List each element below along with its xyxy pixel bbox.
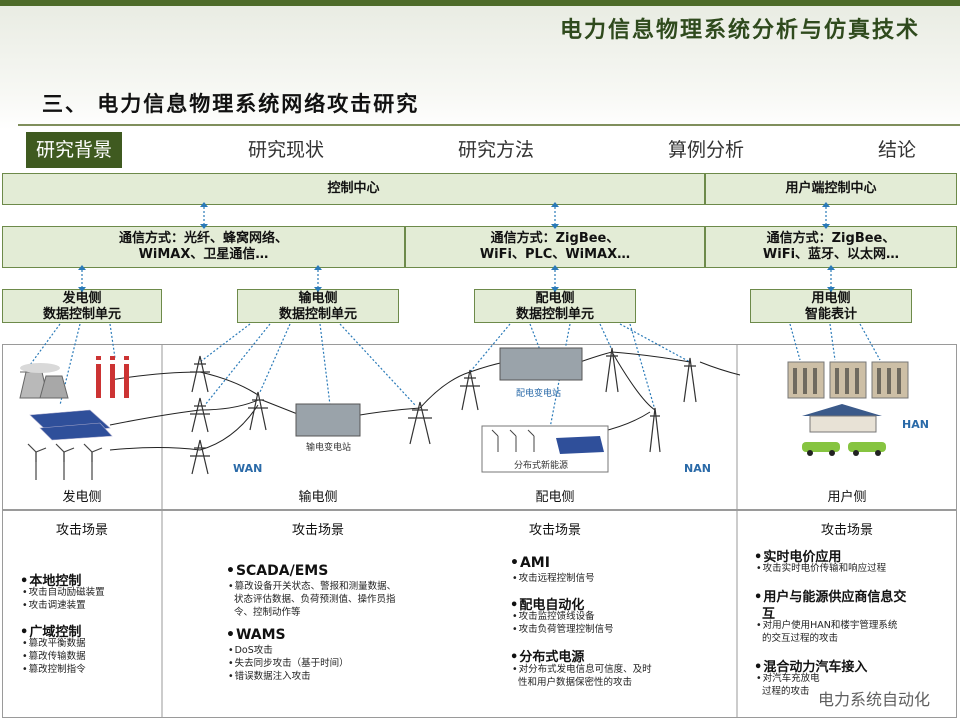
wan-label: WAN [233,462,263,475]
tab-bar: 研究背景 研究现状 研究方法 算例分析 结论 [0,130,960,170]
unit-transmission-line2: 数据控制单元 [278,307,357,322]
attack-item: 篡改平衡数据 [22,638,86,650]
attack-header-hybrid-vehicle-access: 混合动力汽车接入 [754,656,867,675]
tab-research-method[interactable]: 研究方法 [458,139,535,161]
transmission-substation-label: 输电变电站 [306,443,352,453]
attack-item: DoS攻击 [228,645,273,657]
comm-box-nan: 通信方式：ZigBee、 WiFi、PLC、WiMAX… [405,226,705,268]
small-solar-icon [556,436,604,454]
unit-user: 用电侧 智能表计 [750,289,912,323]
attack-header-ami: AMI [510,555,550,571]
distribution-substation-icon [499,347,583,381]
attack-header-distribution-automation: 配电自动化 [510,594,584,613]
comm-box-wan: 通信方式：光纤、蜂窝网络、 WiMAX、卫星通信… [2,226,405,268]
solar-panel-icon [29,409,113,441]
tab-research-status[interactable]: 研究现状 [248,139,325,161]
zone-generation: 发电侧 [62,490,102,505]
attack-item: 对用户使用HAN和楼宇管理系统 [756,620,898,632]
attack-item: 错误数据注入攻击 [228,671,311,683]
transmission-substation-icon [295,403,361,437]
control-center-label: 控制中心 [327,181,380,196]
attack-item: 攻击调速装置 [22,600,86,612]
comm-wan-line1: 通信方式：光纤、蜂窝网络、 [118,231,288,246]
attack-item: 对汽车充放电 [756,673,820,685]
nan-label: NAN [684,462,711,475]
small-wind-turbine-icons [491,429,535,452]
header-divider [18,124,960,126]
attack-item: 性和用户数据保密性的攻击 [518,677,633,688]
attack-item: 攻击自动励磁装置 [22,587,105,599]
top-accent-bar [0,0,960,6]
electric-car-icons [802,442,886,452]
house-icon [802,404,882,433]
unit-distribution-line2: 数据控制单元 [515,307,594,322]
attack-header-wams: WAMS [226,627,286,643]
comm-nan-line2: WiFi、PLC、WiMAX… [479,247,631,262]
cooling-tower-icons [19,356,129,399]
slide-header [0,6,960,130]
unit-transmission-line1: 输电侧 [298,291,338,306]
attack-header-local-control: 本地控制 [20,570,81,589]
attack-item: 攻击监控馈线设备 [512,611,595,623]
comm-wan-line2: WiMAX、卫星通信… [138,247,269,262]
user-control-center-box: 用户端控制中心 [705,173,957,205]
attack-item: 的交互过程的攻击 [762,633,839,644]
distributed-energy-label: 分布式新能源 [514,461,569,471]
wind-turbine-icons [27,443,103,480]
unit-generation-line2: 数据控制单元 [42,307,121,322]
power-lines [109,351,741,451]
attack-item: 令、控制动作等 [234,607,301,618]
section-title: 三、 电力信息物理系统网络攻击研究 [42,91,420,116]
attack-item: 攻击远程控制信号 [512,573,595,585]
attack-item: 攻击负荷管理控制信号 [512,624,614,636]
zone-transmission: 输电侧 [298,490,338,505]
comm-han-line1: 通信方式：ZigBee、 [766,231,896,246]
slide-main-title: 电力信息物理系统分析与仿真技术 [559,17,920,43]
attack-item: 篡改设备开关状态、警报和测量数据、 [228,581,397,593]
transmission-tower-icons [190,347,697,475]
attack-item: 攻击实时电价传输和响应过程 [756,563,887,575]
attack-title-generation: 攻击场景 [55,523,108,538]
tab-case-analysis[interactable]: 算例分析 [668,139,745,161]
zone-distribution: 配电侧 [535,490,575,505]
attack-item: 状态评估数据、负荷预测值、操作员指 [234,594,396,605]
building-windows [793,368,901,394]
unit-generation: 发电侧 数据控制单元 [2,289,162,323]
attack-item: 篡改控制指令 [22,664,86,676]
unit-generation-line1: 发电侧 [62,291,102,306]
attack-title-user: 攻击场景 [820,523,873,538]
zone-user: 用户侧 [827,490,867,505]
attack-item: 对分布式发电信息可信度、及时 [512,664,652,676]
attack-header-wide-area-control: 广域控制 [20,621,81,640]
tab-conclusion[interactable]: 结论 [878,139,917,161]
comm-nan-line1: 通信方式：ZigBee、 [490,231,620,246]
distribution-substation-label: 配电变电站 [516,389,562,399]
unit-transmission: 输电侧 数据控制单元 [237,289,399,323]
user-control-center-label: 用户端控制中心 [785,181,877,196]
attack-item: 过程的攻击 [762,686,810,697]
attack-header-scada-ems: SCADA/EMS [226,563,328,579]
han-label: HAN [902,418,929,431]
attack-title-transmission: 攻击场景 [291,523,344,538]
attack-header-user-supplier-interaction-cont: 互 [762,607,776,622]
attack-header-distributed-generation: 分布式电源 [510,646,584,665]
control-center-box: 控制中心 [2,173,705,205]
attack-item: 失去同步攻击（基于时间） [228,658,349,670]
comm-han-line2: WiFi、蓝牙、以太网… [762,247,900,262]
attack-header-realtime-pricing: 实时电价应用 [754,546,841,565]
dashed-links [29,207,881,429]
tab-research-background[interactable]: 研究背景 [26,132,123,168]
arrow-heads [78,202,835,292]
attack-item: 篡改传输数据 [22,651,86,663]
attack-title-distribution: 攻击场景 [528,523,581,538]
watermark-text: 电力系统自动化 [817,690,930,709]
unit-user-line2: 智能表计 [804,307,857,322]
unit-distribution-line1: 配电侧 [535,291,575,306]
attack-header-user-supplier-interaction: 用户与能源供应商信息交 [754,586,906,605]
unit-user-line1: 用电侧 [811,291,851,306]
